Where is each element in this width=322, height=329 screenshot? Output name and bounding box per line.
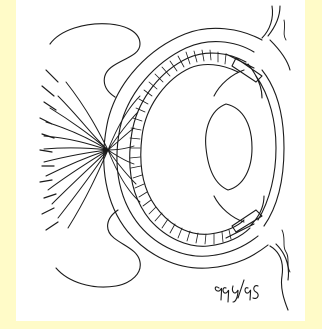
cornea-inner [256, 76, 276, 220]
upper-eyelid [262, 6, 273, 38]
artist-signature [215, 280, 258, 302]
iris-bottom [214, 196, 244, 222]
lens [206, 104, 252, 190]
choroid-layer [130, 53, 250, 246]
optic-nerve-fibers [44, 82, 108, 228]
lower-orbit-outline [56, 210, 140, 287]
upper-lid-fold [270, 40, 290, 70]
upper-orbit-outline [50, 24, 140, 97]
nerve-ends-left [40, 70, 58, 230]
iris-top [214, 70, 244, 96]
skin-wavy [282, 230, 290, 272]
lower-lid-fold [270, 246, 288, 310]
sclera-outer [104, 28, 268, 268]
nerve-to-retina-fibers [108, 96, 140, 202]
sclera-inner [117, 42, 258, 257]
ciliary-process-bottom [232, 210, 262, 232]
retina-layer [141, 65, 244, 235]
